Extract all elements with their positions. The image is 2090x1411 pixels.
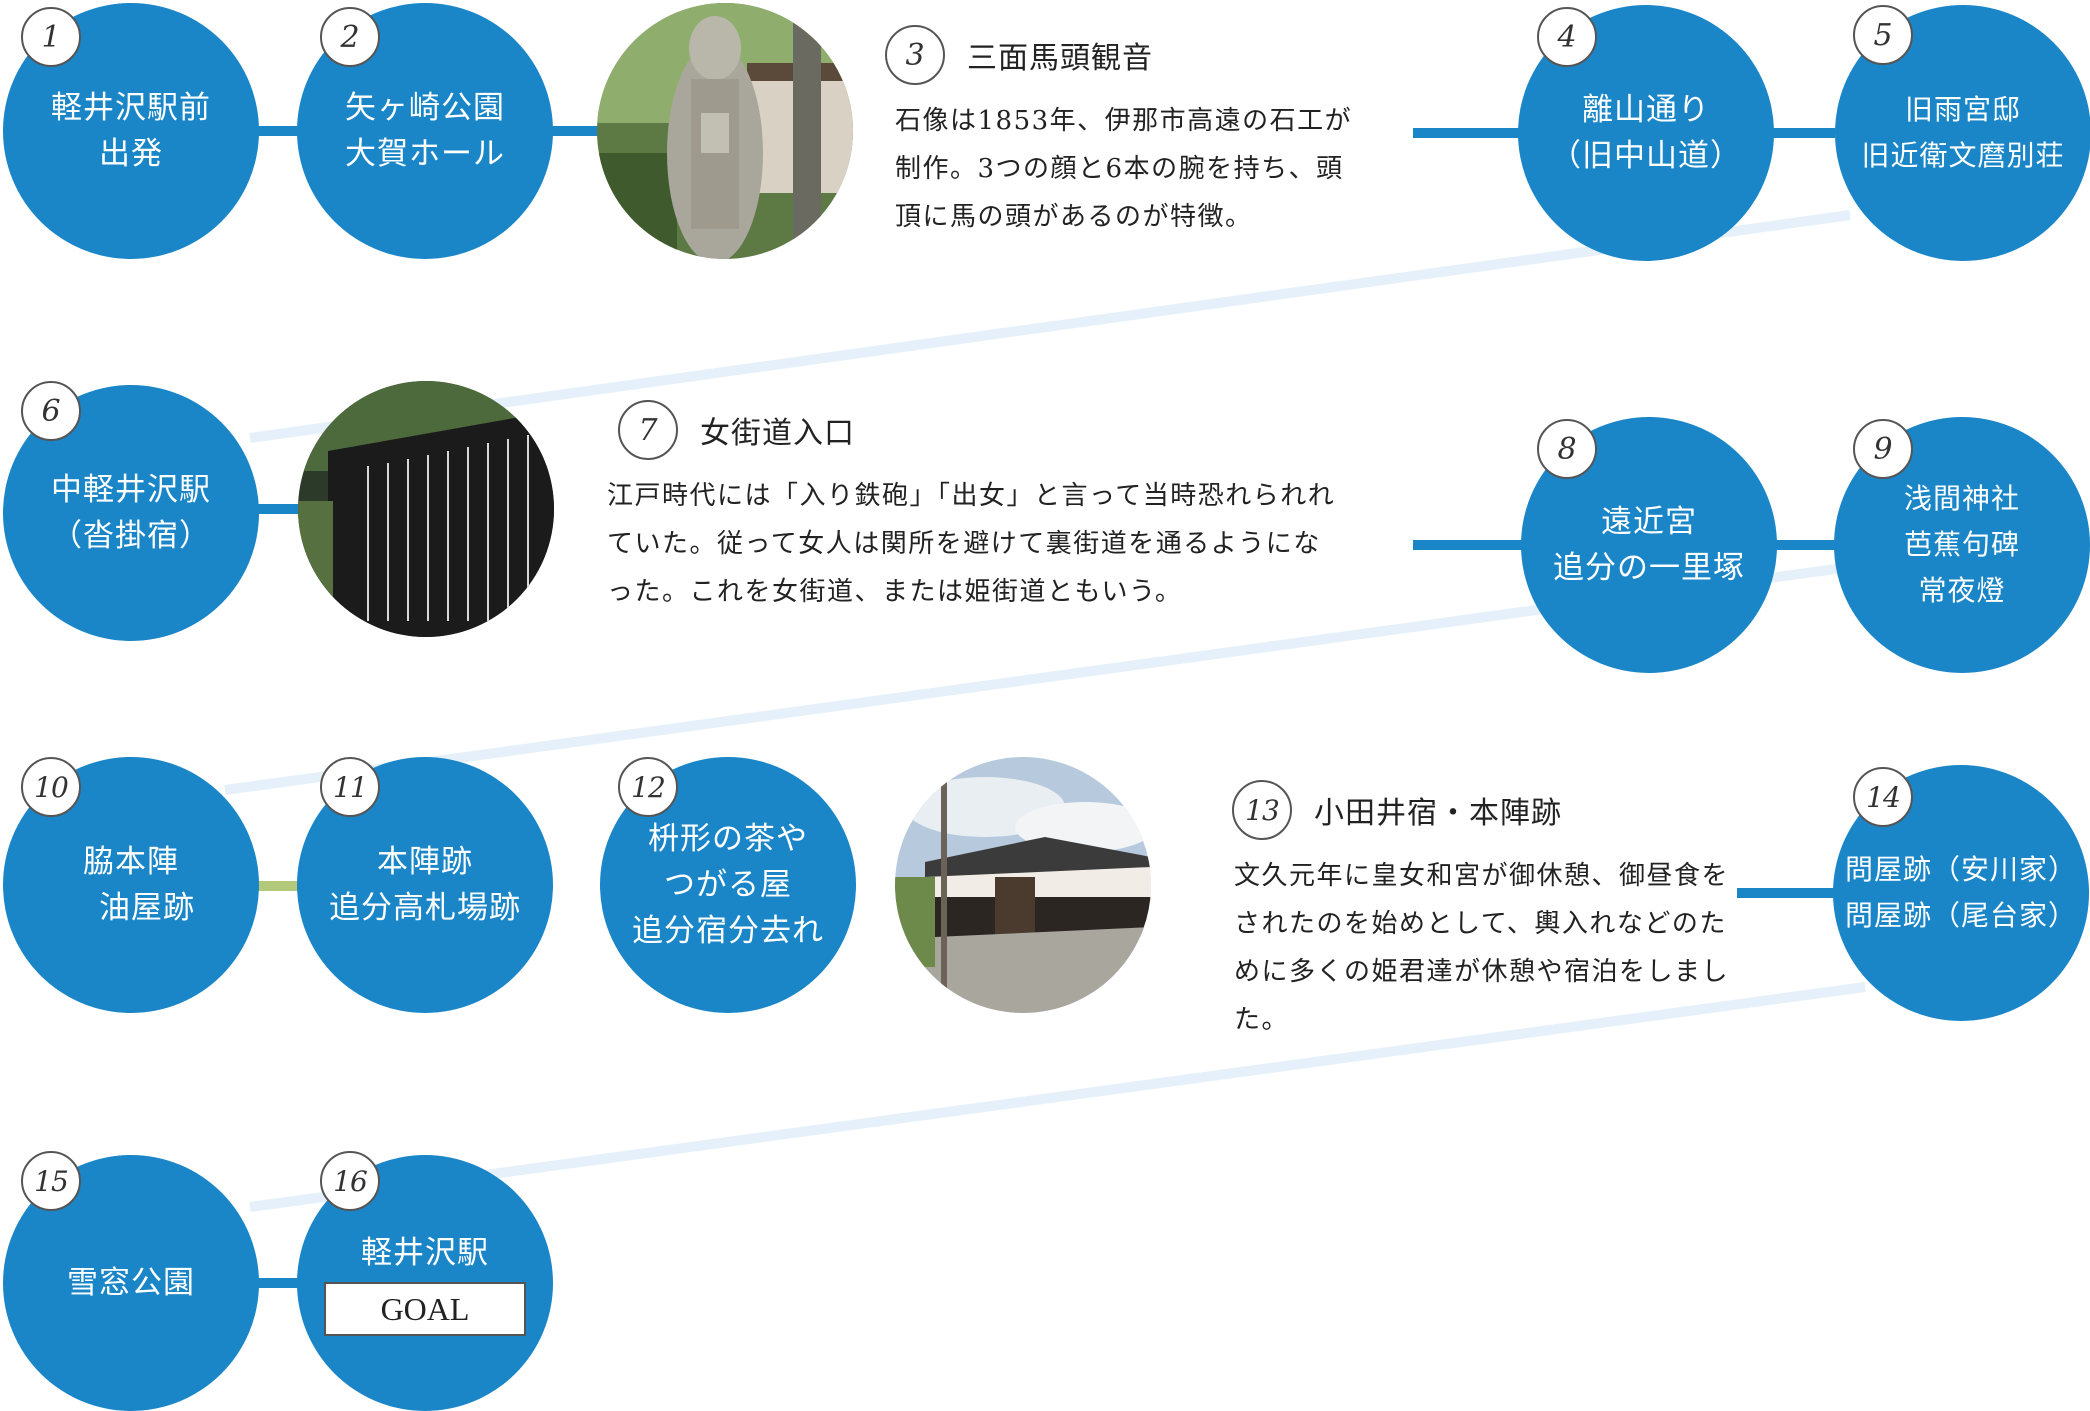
stop-label: 本陣跡 追分高札場跡 (329, 844, 521, 926)
stop-label: 問屋跡（安川家） 問屋跡（尾台家） (1844, 853, 2077, 932)
step-number: 12 (618, 757, 678, 817)
stop-label: 軽井沢駅前 出発 (51, 90, 211, 172)
step-number: 5 (1853, 5, 1913, 65)
photo-honjin-street (895, 757, 1151, 1013)
stop-label: 枡形の茶や つがる屋 追分宿分去れ (632, 821, 824, 949)
spot-title: 小田井宿・本陣跡 (1314, 796, 1562, 831)
stop-label: 旧雨宮邸 旧近衛文麿別荘 (1861, 93, 2065, 172)
step-number: 13 (1232, 780, 1292, 840)
photo-bato-kannon-statue (597, 3, 853, 259)
return-line-1 (249, 210, 1851, 443)
goal-badge: GOAL (324, 1282, 526, 1336)
stop-12: 枡形の茶や つがる屋 追分宿分去れ (600, 757, 856, 1013)
stop-2: 矢ヶ崎公園 大賀ホール (297, 3, 553, 259)
spot-7-description: 7 女街道入口 江戸時代には「入り鉄砲」「出女」と言って当時恐れられれ ていた。… (600, 400, 1335, 616)
spot-body: 文久元年に皇女和宮が御休憩、御昼食を されたのを始めとして、輿入れなどのた めに… (1234, 861, 1730, 1035)
step-number: 14 (1853, 767, 1913, 827)
stop-6: 中軽井沢駅 （沓掛宿） (3, 385, 259, 641)
stop-11: 本陣跡 追分高札場跡 (297, 757, 553, 1013)
step-number: 9 (1853, 419, 1913, 479)
step-number: 7 (618, 400, 678, 460)
spot-title: 三面馬頭観音 (967, 41, 1153, 76)
step-number: 6 (21, 381, 81, 441)
step-number: 1 (21, 7, 81, 67)
photo-onna-kaido-sign (298, 381, 554, 637)
stop-label: 矢ヶ崎公園 大賀ホール (345, 90, 505, 172)
spot-body: 江戸時代には「入り鉄砲」「出女」と言って当時恐れられれ ていた。従って女人は関所… (607, 481, 1336, 607)
step-number: 3 (885, 25, 945, 85)
stop-label: 浅間神社 芭蕉句碑 常夜燈 (1903, 482, 2020, 607)
stop-14: 問屋跡（安川家） 問屋跡（尾台家） (1833, 765, 2089, 1021)
step-number: 8 (1537, 419, 1597, 479)
stop-label: 軽井沢駅 (361, 1235, 489, 1271)
stop-16: 軽井沢駅 GOAL (297, 1155, 553, 1411)
step-number: 10 (21, 757, 81, 817)
spot-13-description: 13 小田井宿・本陣跡 文久元年に皇女和宮が御休憩、御昼食を されたのを始めとし… (1232, 780, 1729, 1044)
stop-label: 遠近宮 追分の一里塚 (1553, 504, 1745, 586)
stop-label: 脇本陣 油屋跡 (83, 844, 195, 926)
step-number: 2 (320, 7, 380, 67)
step-number: 16 (320, 1151, 380, 1211)
step-number: 15 (21, 1151, 81, 1211)
stop-label: 雪窓公園 (67, 1265, 195, 1301)
step-number: 4 (1537, 7, 1597, 67)
stop-label: 離山通り （旧中山道） (1550, 92, 1742, 174)
spot-body: 石像は1853年、伊那市高遠の石工が 制作。3つの顔と6本の腕を持ち、頭 頂に馬… (895, 106, 1353, 232)
stop-label: 中軽井沢駅 （沓掛宿） (51, 472, 211, 554)
return-line-3 (249, 982, 1866, 1212)
spot-3-description: 3 三面馬頭観音 石像は1853年、伊那市高遠の石工が 制作。3つの顔と6本の腕… (885, 25, 1352, 241)
spot-title: 女街道入口 (700, 416, 855, 451)
step-number: 11 (320, 757, 380, 817)
